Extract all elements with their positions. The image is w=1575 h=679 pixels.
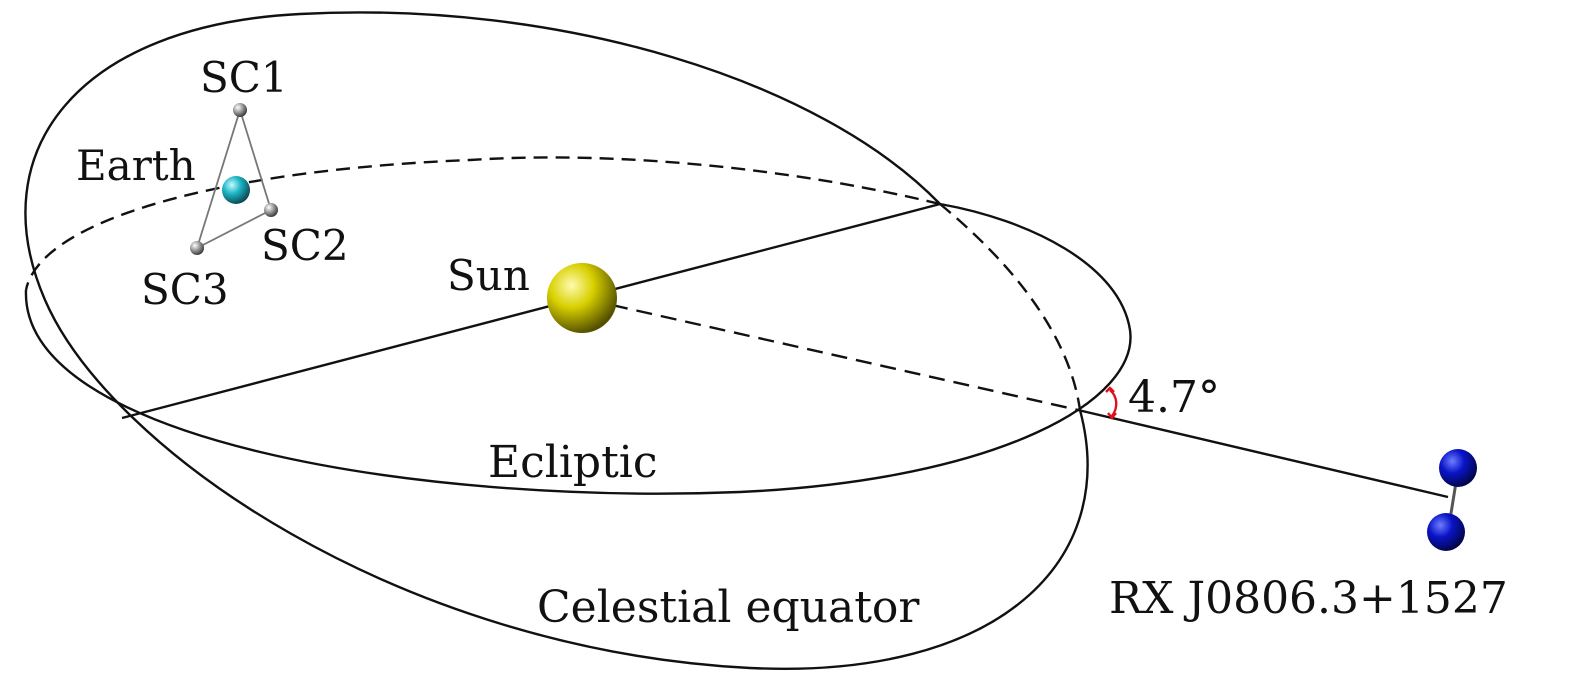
label-sun: Sun xyxy=(447,251,530,300)
sun-to-source-solid xyxy=(1077,408,1449,499)
label-sc3: SC3 xyxy=(141,265,229,314)
spacecraft-sc1 xyxy=(233,103,247,117)
sun-sphere xyxy=(547,263,617,333)
spacecraft-sc2 xyxy=(264,203,278,217)
celestial-equator-ellipse xyxy=(24,11,1089,671)
arm-sc3-sc1 xyxy=(196,109,241,249)
spacecraft-sc3 xyxy=(190,241,204,255)
sun-to-source-dashed xyxy=(611,303,1079,412)
label-source: RX J0806.3+1527 xyxy=(1109,573,1508,624)
ecliptic-ellipse-front xyxy=(24,202,1132,495)
line-of-nodes xyxy=(121,202,941,420)
label-celestial-equator: Celestial equator xyxy=(537,582,920,633)
arm-sc2-sc3 xyxy=(196,209,272,249)
label-sc2: SC2 xyxy=(261,221,349,270)
label-angle: 4.7° xyxy=(1128,372,1220,423)
arm-sc1-sc2 xyxy=(239,109,272,211)
ecliptic-ellipse-back xyxy=(24,156,941,291)
binary-star-upper xyxy=(1439,449,1477,487)
label-sc1: SC1 xyxy=(200,53,288,102)
celestial-equator-hidden-segment xyxy=(939,203,1082,411)
angle-marker-icon xyxy=(1105,386,1118,420)
label-earth: Earth xyxy=(76,141,196,190)
binary-star-lower xyxy=(1427,513,1465,551)
label-ecliptic: Ecliptic xyxy=(488,437,657,488)
earth-sphere xyxy=(222,176,250,204)
